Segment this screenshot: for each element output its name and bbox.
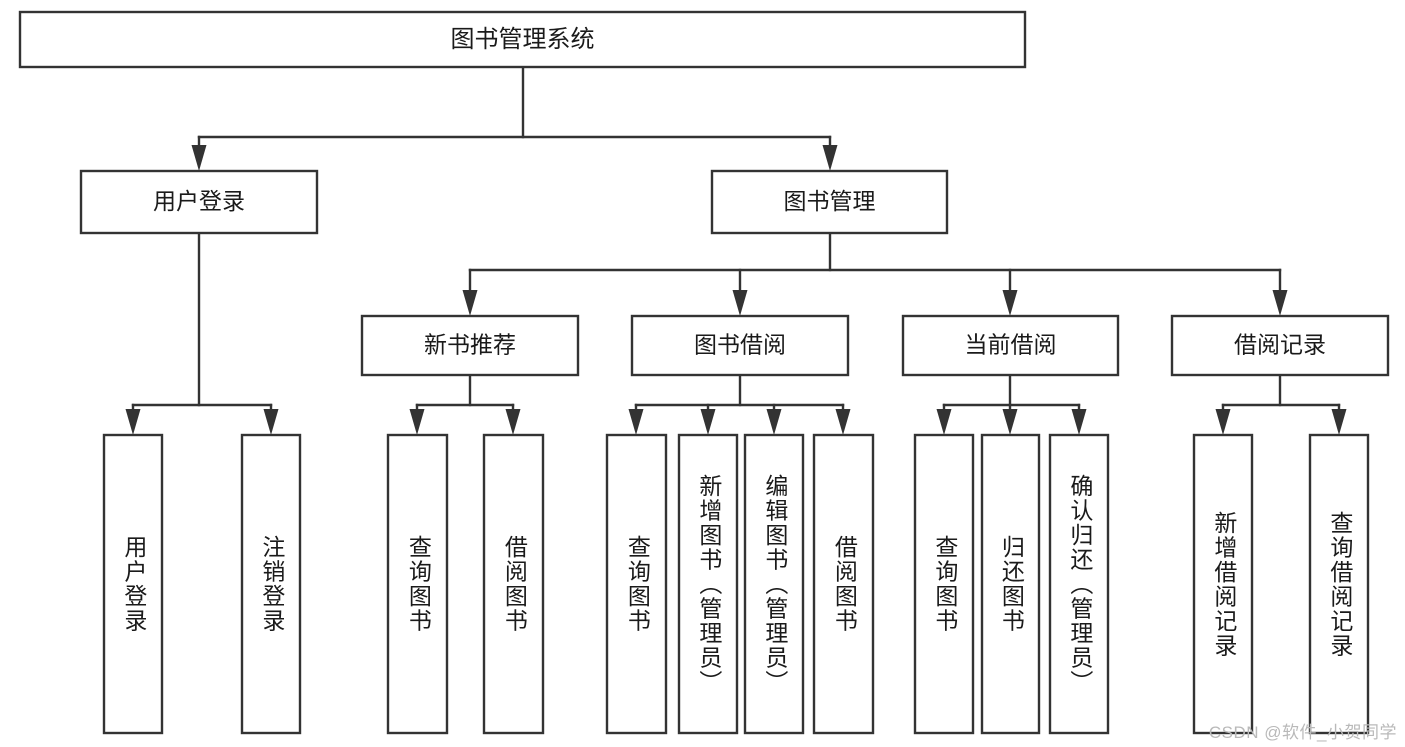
node-leaf-query-book-2[interactable] [605, 433, 668, 735]
connector-layer [125, 65, 1347, 435]
node-leaf-return-book[interactable] [980, 433, 1041, 735]
arrow-head [409, 409, 425, 435]
node-box [677, 433, 739, 735]
node-book-borrow[interactable]: 图书借阅 [630, 314, 850, 377]
node-box [1170, 314, 1390, 377]
node-leaf-logout[interactable] [240, 433, 302, 735]
arrow-head [191, 145, 207, 171]
node-leaf-add-book[interactable] [677, 433, 739, 735]
node-leaf-edit-book[interactable] [743, 433, 805, 735]
node-label: 当前借阅 [965, 332, 1057, 358]
node-label: 图书管理系统 [451, 26, 595, 53]
arrow-head [732, 290, 748, 316]
arrow-head [700, 409, 716, 435]
connector-borrow-record-to-leaves [1215, 373, 1347, 435]
arrow-head [505, 409, 521, 435]
node-box [980, 433, 1041, 735]
node-root[interactable]: 图书管理系统 [18, 10, 1027, 69]
node-leaf-query-book-1[interactable] [386, 433, 449, 735]
node-box [482, 433, 545, 735]
connector-user-login-to-leaves [125, 231, 279, 435]
node-box [360, 314, 580, 377]
node-box [240, 433, 302, 735]
arrow-head [1002, 290, 1018, 316]
connector-root-to-level2 [191, 65, 838, 171]
node-book-manage[interactable]: 图书管理 [710, 169, 949, 235]
arrow-head [462, 290, 478, 316]
node-current-borrow[interactable]: 当前借阅 [901, 314, 1120, 377]
node-label: 新书推荐 [424, 332, 516, 358]
arrow-head [263, 409, 279, 435]
node-label: 用户登录 [153, 188, 245, 214]
node-box [901, 314, 1120, 377]
node-box [605, 433, 668, 735]
arrow-head [766, 409, 782, 435]
node-borrow-record[interactable]: 借阅记录 [1170, 314, 1390, 377]
node-box [79, 169, 319, 235]
node-new-book-rec[interactable]: 新书推荐 [360, 314, 580, 377]
node-box [710, 169, 949, 235]
node-box [18, 10, 1027, 69]
arrow-head [1002, 409, 1018, 435]
node-box [1308, 433, 1370, 735]
connector-book-manage-to-level3 [462, 231, 1288, 316]
node-box [812, 433, 875, 735]
arrow-head [936, 409, 952, 435]
node-leaf-query-book-3[interactable] [913, 433, 975, 735]
node-leaf-query-record[interactable] [1308, 433, 1370, 735]
node-box [743, 433, 805, 735]
arrow-head [1331, 409, 1347, 435]
node-leaf-user-login[interactable] [102, 433, 164, 735]
node-box [102, 433, 164, 735]
arrow-head [1071, 409, 1087, 435]
node-user-login[interactable]: 用户登录 [79, 169, 319, 235]
node-label: 图书管理 [784, 188, 876, 214]
connector-new-book-rec-to-leaves [409, 373, 521, 435]
node-label: 借阅记录 [1234, 332, 1326, 358]
node-leaf-borrow-book-1[interactable] [482, 433, 545, 735]
arrow-head [125, 409, 141, 435]
arrow-head [1272, 290, 1288, 316]
node-leaf-confirm-return[interactable] [1048, 433, 1110, 735]
connector-book-borrow-to-leaves [628, 373, 851, 435]
watermark: CSDN @软件_小贺同学 [1208, 723, 1397, 742]
arrow-head [1215, 409, 1231, 435]
node-box [1192, 433, 1254, 735]
node-box [1048, 433, 1110, 735]
arrow-head [822, 145, 838, 171]
node-label: 图书借阅 [694, 332, 786, 358]
node-box [630, 314, 850, 377]
arrow-head [835, 409, 851, 435]
connector-current-borrow-to-leaves [936, 373, 1087, 435]
node-box [386, 433, 449, 735]
arrow-head [628, 409, 644, 435]
node-box [913, 433, 975, 735]
node-leaf-borrow-book-2[interactable] [812, 433, 875, 735]
node-leaf-add-record[interactable] [1192, 433, 1254, 735]
